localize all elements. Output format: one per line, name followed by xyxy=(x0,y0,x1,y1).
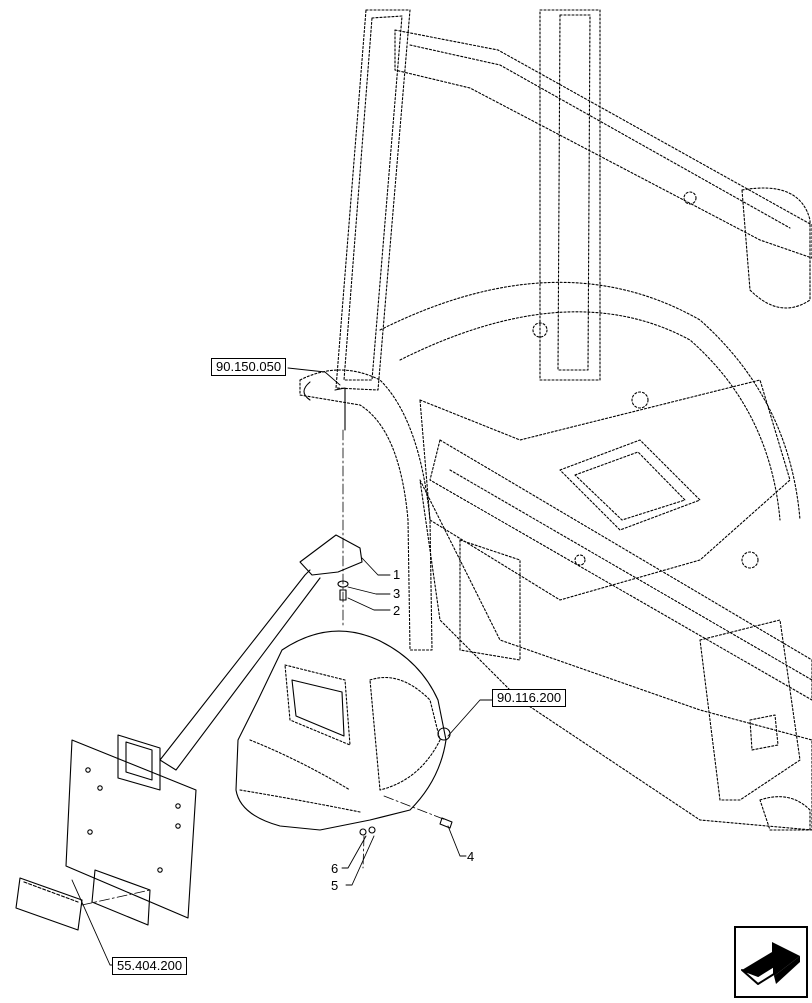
callout-6: 6 xyxy=(331,861,339,876)
plate-lamp xyxy=(15,877,83,931)
callout-3: 3 xyxy=(393,586,401,601)
next-page-arrow-icon[interactable] xyxy=(734,926,808,998)
reference-55-404-200[interactable]: 55.404.200 xyxy=(112,957,188,975)
plate-bracket xyxy=(117,534,363,791)
rear-fender xyxy=(235,630,451,831)
reference-90-116-200[interactable]: 90.116.200 xyxy=(492,689,567,707)
mounting-hardware xyxy=(337,580,453,836)
callout-2: 2 xyxy=(393,603,401,618)
license-plate xyxy=(65,739,197,926)
callout-4: 4 xyxy=(467,849,475,864)
callout-5: 5 xyxy=(331,878,339,893)
leader-lines xyxy=(71,367,493,966)
cab-frame-edges xyxy=(303,381,346,431)
callout-1: 1 xyxy=(393,567,401,582)
assembly-lines xyxy=(81,429,447,906)
reference-90-150-050[interactable]: 90.150.050 xyxy=(211,358,287,376)
cab-frame xyxy=(299,9,812,831)
